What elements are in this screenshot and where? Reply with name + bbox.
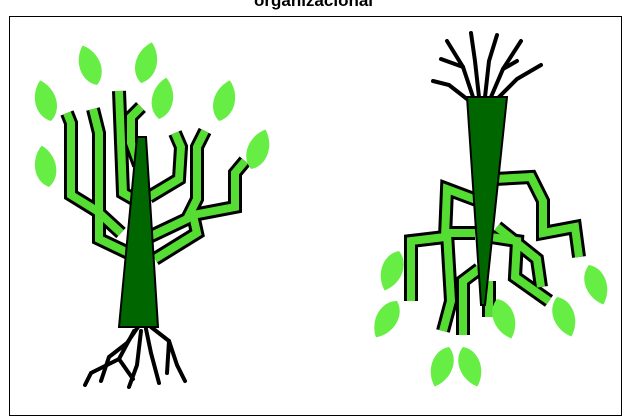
illustration-frame — [9, 16, 622, 416]
roots-icon — [85, 327, 185, 387]
tree-illustration — [10, 17, 622, 416]
upright-tree — [30, 40, 275, 387]
page-title: organizacional — [0, 0, 627, 11]
twigs-icon — [433, 33, 541, 99]
inverted-tree — [367, 33, 613, 390]
leaf-icons — [367, 247, 613, 390]
